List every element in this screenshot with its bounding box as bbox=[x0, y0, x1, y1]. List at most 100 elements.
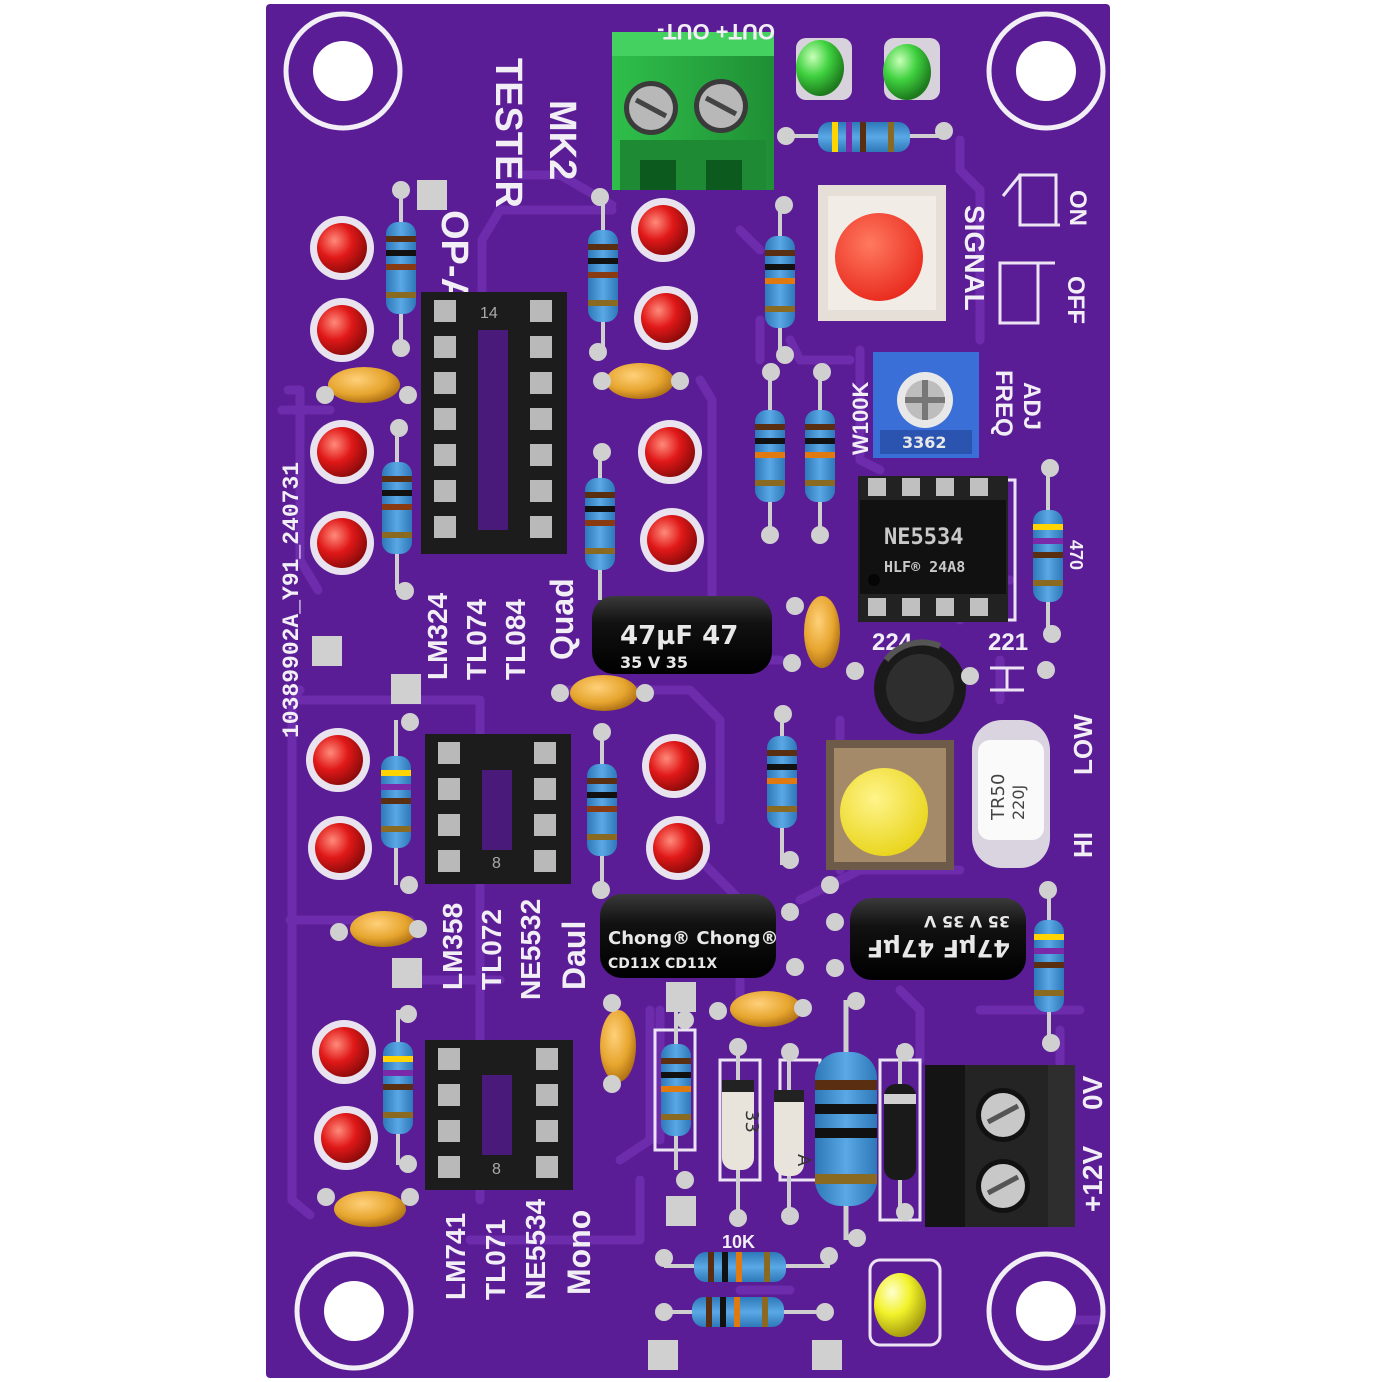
adj-label: ADJ bbox=[1018, 382, 1045, 430]
quad-chip-2: TL074 bbox=[461, 599, 492, 680]
electrolytic-cap-1: 47µF 47 35 V 35 bbox=[592, 596, 772, 674]
zener-diode: 33 bbox=[722, 1045, 762, 1220]
mono-section-labels: LM741 TL071 NE5534 Mono bbox=[440, 1198, 597, 1300]
yellow-led bbox=[874, 1273, 926, 1337]
dual-section-labels: LM358 TL072 NE5532 Daul bbox=[437, 899, 592, 1000]
quad-chip-1: LM324 bbox=[422, 592, 453, 680]
red-led bbox=[310, 420, 374, 484]
thermistor-line-1: TR50 bbox=[988, 774, 1009, 821]
hi-label: HI bbox=[1068, 832, 1098, 858]
resistor bbox=[765, 205, 795, 360]
cap-2-brand: Chong® Chong® bbox=[608, 928, 778, 949]
resistor bbox=[1034, 885, 1064, 1045]
title-line-2: TESTER bbox=[487, 58, 529, 208]
ic-maker-code: HLF® 24A8 bbox=[884, 558, 965, 576]
dual-chip-3: NE5532 bbox=[515, 899, 546, 1000]
out-terminal-label: OUT+ OUT- bbox=[657, 19, 775, 44]
quad-section-labels: LM324 TL074 TL084 Quad bbox=[422, 578, 580, 680]
quad-chip-3: TL084 bbox=[500, 599, 531, 680]
red-led bbox=[310, 216, 374, 280]
ic-part-number: NE5534 bbox=[884, 525, 963, 550]
solder-pads bbox=[312, 122, 1061, 1370]
red-led bbox=[310, 511, 374, 575]
resistor bbox=[661, 1010, 691, 1170]
ceramic-caps bbox=[328, 363, 840, 1227]
power-resistor bbox=[815, 1000, 877, 1240]
dual-ic-socket: 8 bbox=[425, 734, 571, 884]
output-terminal-block bbox=[612, 32, 774, 190]
off-label: OFF bbox=[1062, 276, 1089, 324]
ceramic-cap bbox=[600, 1010, 636, 1082]
quad-ic-socket: 14 bbox=[421, 292, 567, 554]
mono-label: Mono bbox=[561, 1210, 597, 1295]
red-led bbox=[312, 1020, 376, 1084]
dual-chip-2: TL072 bbox=[476, 909, 507, 990]
red-led bbox=[314, 1106, 378, 1170]
signal-diode-mark: A bbox=[793, 1154, 814, 1167]
supply-12v-label: +12V bbox=[1077, 1146, 1108, 1212]
cap-2-series: CD11X CD11X bbox=[608, 956, 717, 972]
thermistor-line-2: 220J bbox=[1009, 785, 1028, 820]
red-led bbox=[306, 728, 370, 792]
resistor bbox=[805, 370, 835, 540]
red-led bbox=[308, 816, 372, 880]
green-led bbox=[883, 38, 940, 100]
cap-1-voltage: 35 V 35 bbox=[620, 653, 688, 672]
resistor bbox=[664, 1297, 830, 1327]
zener-diode-mark: 33 bbox=[741, 1110, 762, 1133]
red-led bbox=[642, 734, 706, 798]
green-led bbox=[796, 38, 852, 100]
ceramic-cap bbox=[730, 991, 802, 1027]
cap-221-label: 221 bbox=[988, 629, 1028, 656]
mounting-hole bbox=[1016, 41, 1076, 101]
red-led bbox=[640, 508, 704, 572]
red-led bbox=[310, 298, 374, 362]
resistor bbox=[786, 122, 946, 152]
low-label: LOW bbox=[1068, 714, 1098, 775]
ceramic-cap bbox=[350, 911, 418, 947]
ne5534-ic: NE5534 HLF® 24A8 bbox=[858, 476, 1008, 622]
freq-label: FREQ bbox=[990, 370, 1017, 437]
cap-3-value: 47µF 47µF bbox=[867, 934, 1010, 962]
resistor bbox=[587, 730, 617, 890]
signal-push-button[interactable] bbox=[818, 185, 946, 321]
ceramic-cap bbox=[804, 596, 840, 668]
resistor bbox=[386, 190, 416, 345]
resistor bbox=[664, 1252, 830, 1282]
resistor bbox=[382, 430, 412, 590]
mono-chip-3: NE5534 bbox=[520, 1198, 551, 1300]
signal-label: SIGNAL bbox=[959, 205, 990, 311]
mounting-hole bbox=[313, 41, 373, 101]
dual-chip-1: LM358 bbox=[437, 903, 468, 990]
title-line-3: MK2 bbox=[541, 100, 583, 180]
red-led bbox=[638, 420, 702, 484]
resistor bbox=[588, 195, 618, 355]
dual-label: Daul bbox=[556, 921, 592, 990]
signal-diode: A bbox=[774, 1050, 814, 1220]
trimpot[interactable]: 3362 bbox=[873, 352, 979, 458]
red-led bbox=[646, 816, 710, 880]
trimpot-code: 3362 bbox=[902, 433, 947, 452]
electrolytic-cap-3: 35 V 35 V 47µF 47µF bbox=[850, 898, 1026, 980]
cap-3-voltage: 35 V 35 V bbox=[923, 912, 1010, 931]
ceramic-cap bbox=[606, 363, 674, 399]
resistor bbox=[755, 370, 785, 540]
resistor bbox=[381, 720, 411, 885]
dual-socket-pin-label: 8 bbox=[492, 855, 501, 872]
power-terminal-block bbox=[925, 1065, 1075, 1227]
resistor-470-label: 470 bbox=[1066, 540, 1086, 570]
red-led bbox=[634, 286, 698, 350]
ceramic-cap bbox=[328, 367, 400, 403]
range-push-button[interactable] bbox=[826, 740, 954, 870]
cap-1-value: 47µF 47 bbox=[620, 621, 738, 651]
resistor bbox=[1033, 465, 1063, 630]
ceramic-cap bbox=[570, 675, 638, 711]
red-led-group bbox=[306, 198, 710, 1170]
resistors bbox=[381, 122, 1064, 1327]
on-label: ON bbox=[1064, 190, 1091, 226]
ceramic-cap bbox=[334, 1191, 406, 1227]
rectifier-diode bbox=[884, 1045, 916, 1220]
resistor-10k-label: 10K bbox=[722, 1232, 755, 1252]
mono-ic-socket: 8 bbox=[425, 1040, 573, 1190]
mono-chip-2: TL071 bbox=[480, 1219, 511, 1300]
